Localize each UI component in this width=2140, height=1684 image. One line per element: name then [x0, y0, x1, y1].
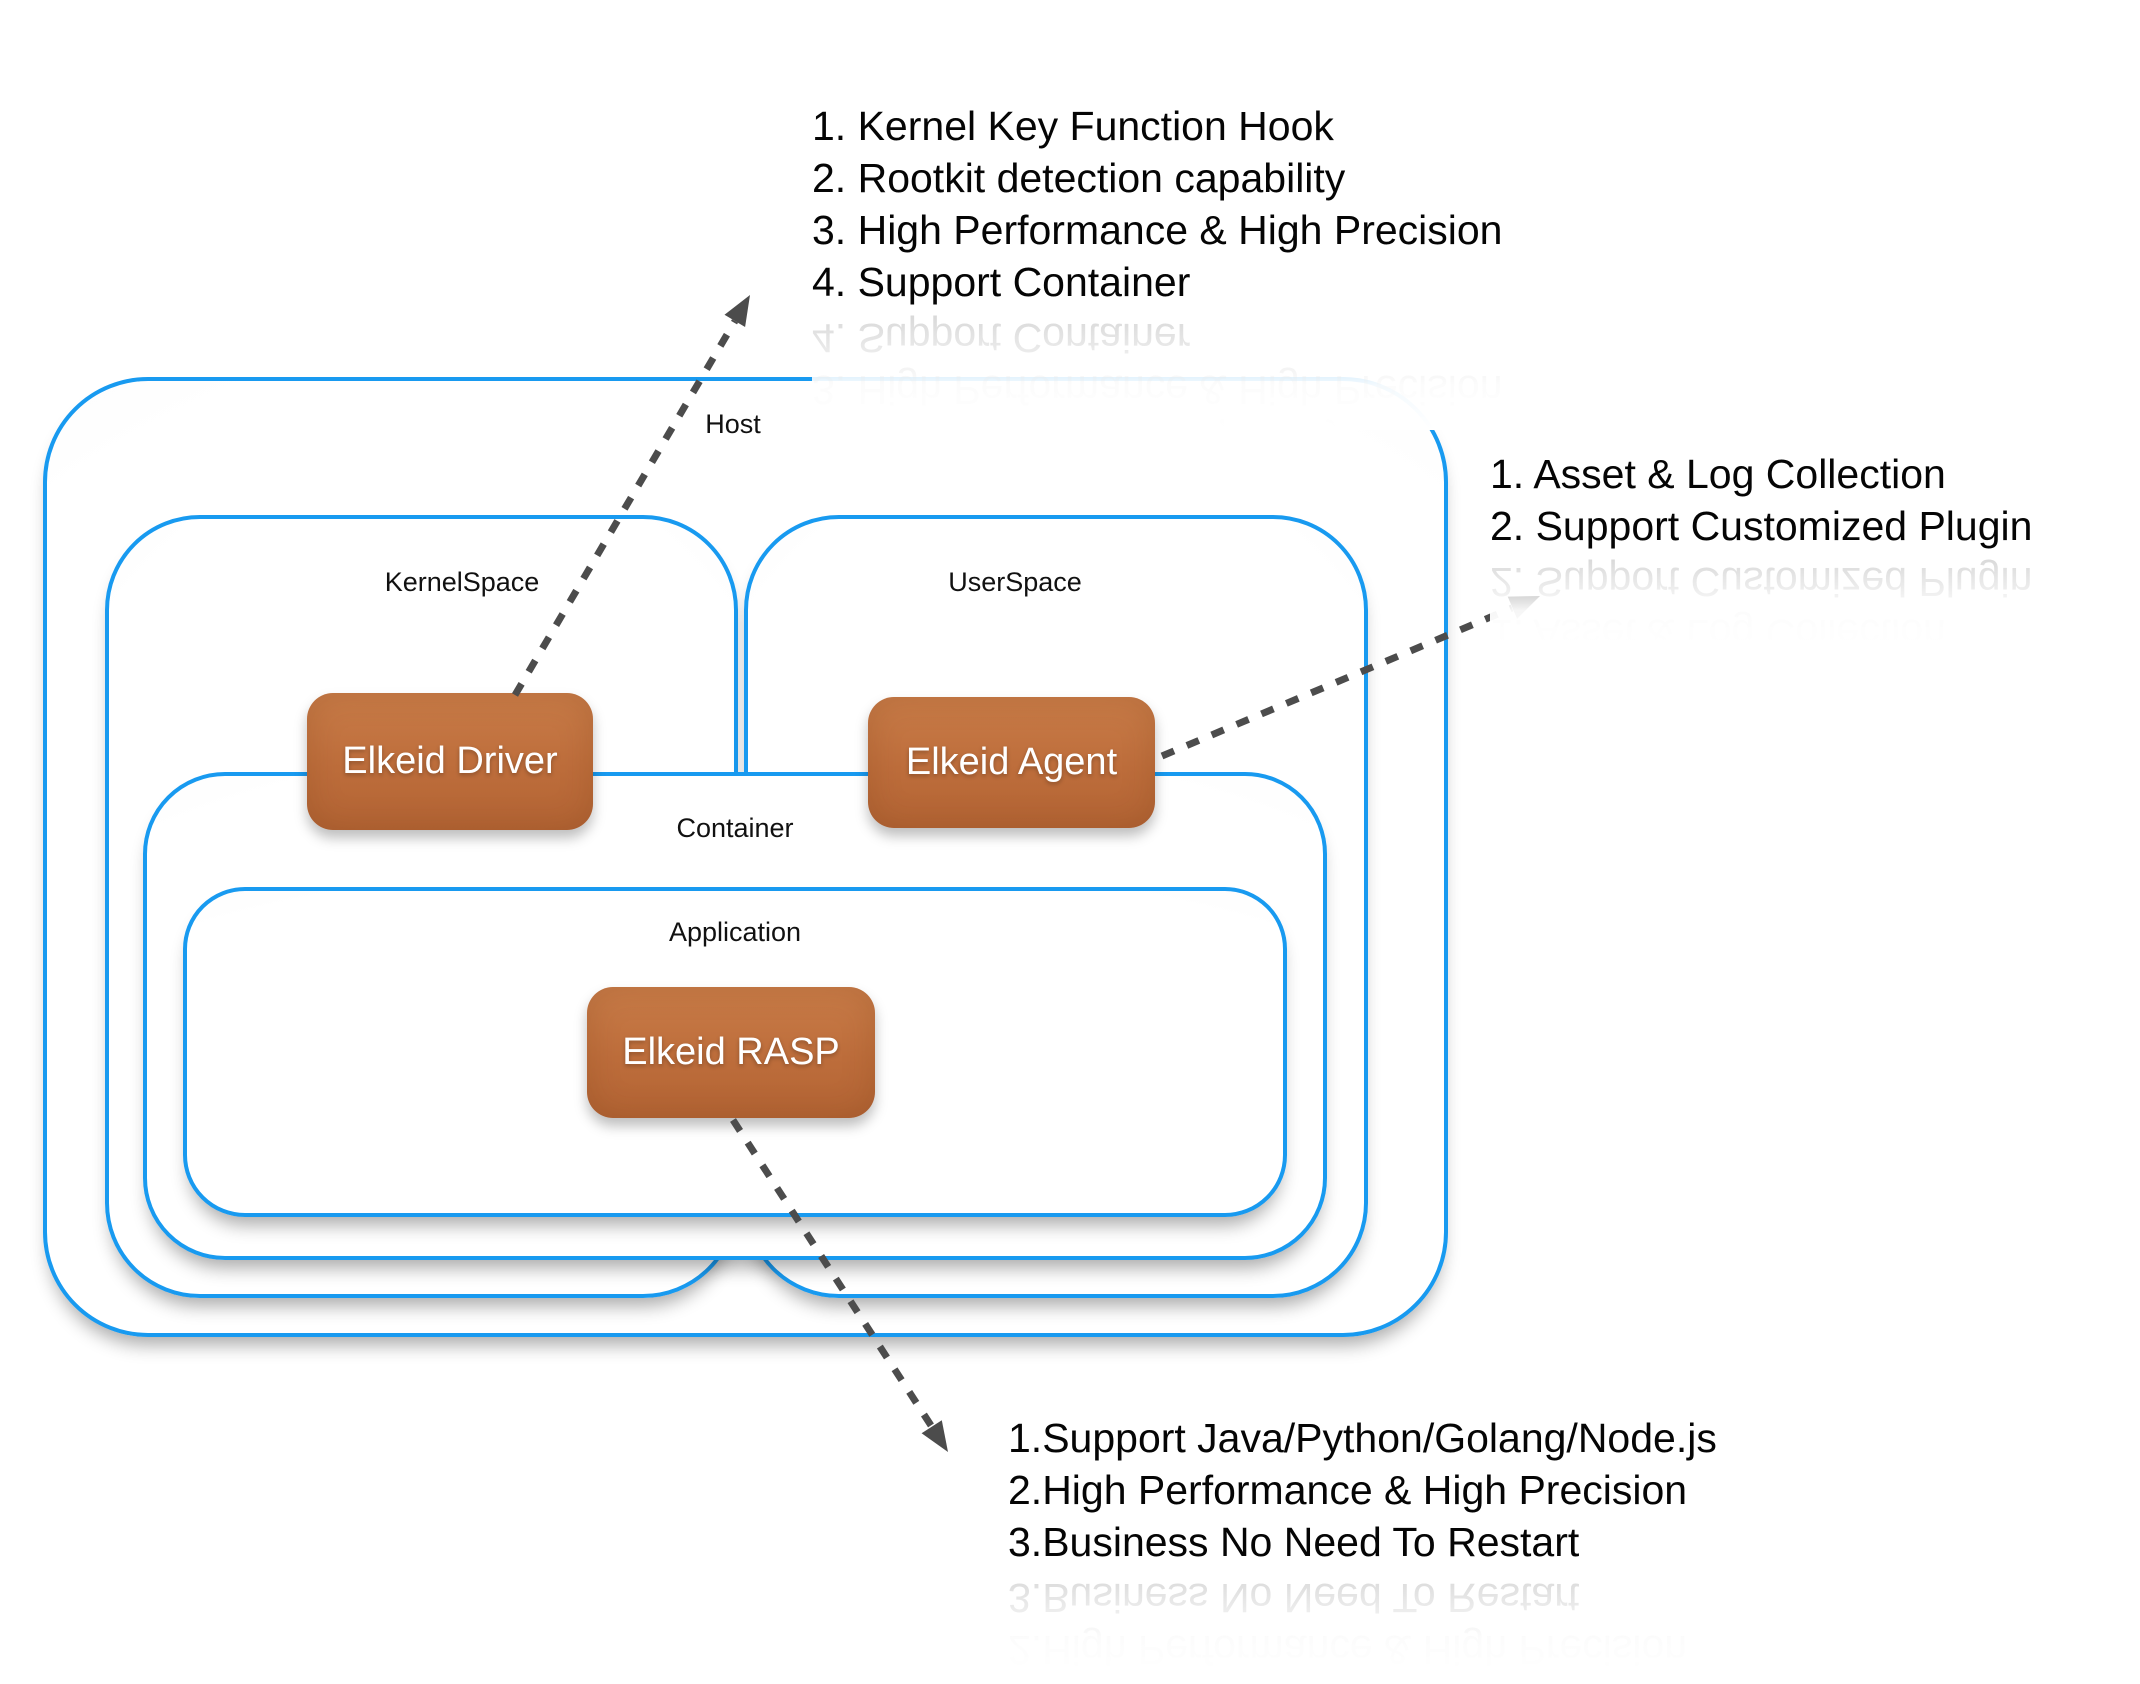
driver-notes-list: 1. Kernel Key Function Hook 2. Rootkit de…	[812, 100, 1502, 308]
rasp-notes-reflection: 1.Support Java/Python/Golang/Node.js 2.Hi…	[1008, 1572, 1808, 1678]
note-line: 2.High Performance & High Precision	[1008, 1467, 1688, 1513]
elkeid-agent-box: Elkeid Agent	[868, 697, 1155, 828]
host-zone-label: Host	[705, 409, 761, 439]
elkeid-driver-box: Elkeid Driver	[307, 693, 593, 830]
note-line: 2. Rootkit detection capability	[812, 155, 1346, 201]
note-line: 1. Kernel Key Function Hook	[812, 103, 1334, 149]
elkeid-rasp-label: Elkeid RASP	[622, 1031, 840, 1073]
note-line: 1.Support Java/Python/Golang/Node.js	[1008, 1415, 1717, 1461]
note-line: 1.Support Java/Python/Golang/Node.js	[1008, 1676, 1808, 1678]
note-line: 3. High Performance & High Precision	[812, 207, 1503, 253]
note-line: 1. Asset & Log Collection	[1490, 451, 1946, 497]
elkeid-driver-label: Elkeid Driver	[342, 740, 558, 782]
container-zone-label: Container	[676, 813, 794, 843]
note-line: 2. Support Customized Plugin	[1490, 503, 2033, 549]
note-line: 4. Support Container	[812, 315, 1191, 361]
kernelspace-zone-label: KernelSpace	[384, 567, 540, 597]
elkeid-agent-label: Elkeid Agent	[905, 741, 1118, 783]
reflection-fade	[1008, 1572, 1808, 1678]
agent-notes-list: 1. Asset & Log Collection 2. Support Cust…	[1490, 448, 2032, 552]
note-line: 3.Business No Need To Restart	[1008, 1575, 1580, 1621]
rasp-notes-block: 1.Support Java/Python/Golang/Node.js 2.Hi…	[1008, 1412, 1717, 1568]
elkeid-rasp-box: Elkeid RASP	[587, 987, 875, 1118]
application-zone-label: Application	[668, 917, 802, 947]
reflection-fade	[1490, 556, 2140, 644]
rasp-notes-list: 1.Support Java/Python/Golang/Node.js 2.Hi…	[1008, 1412, 1717, 1568]
agent-notes-block: 1. Asset & Log Collection 2. Support Cust…	[1490, 448, 2032, 552]
note-line: 1. Asset & Log Collection	[1490, 611, 1946, 644]
note-line: 4. Support Container	[812, 259, 1191, 305]
driver-notes-block: 1. Kernel Key Function Hook 2. Rootkit de…	[812, 100, 1502, 308]
note-line: 2. Support Customized Plugin	[1490, 559, 2033, 605]
userspace-zone-label: UserSpace	[948, 567, 1082, 597]
agent-notes-reflection: 1. Asset & Log Collection 2. Support Cust…	[1490, 556, 2140, 644]
note-line: 2.High Performance & High Precision	[1008, 1627, 1688, 1673]
note-line: 3.Business No Need To Restart	[1008, 1519, 1580, 1565]
